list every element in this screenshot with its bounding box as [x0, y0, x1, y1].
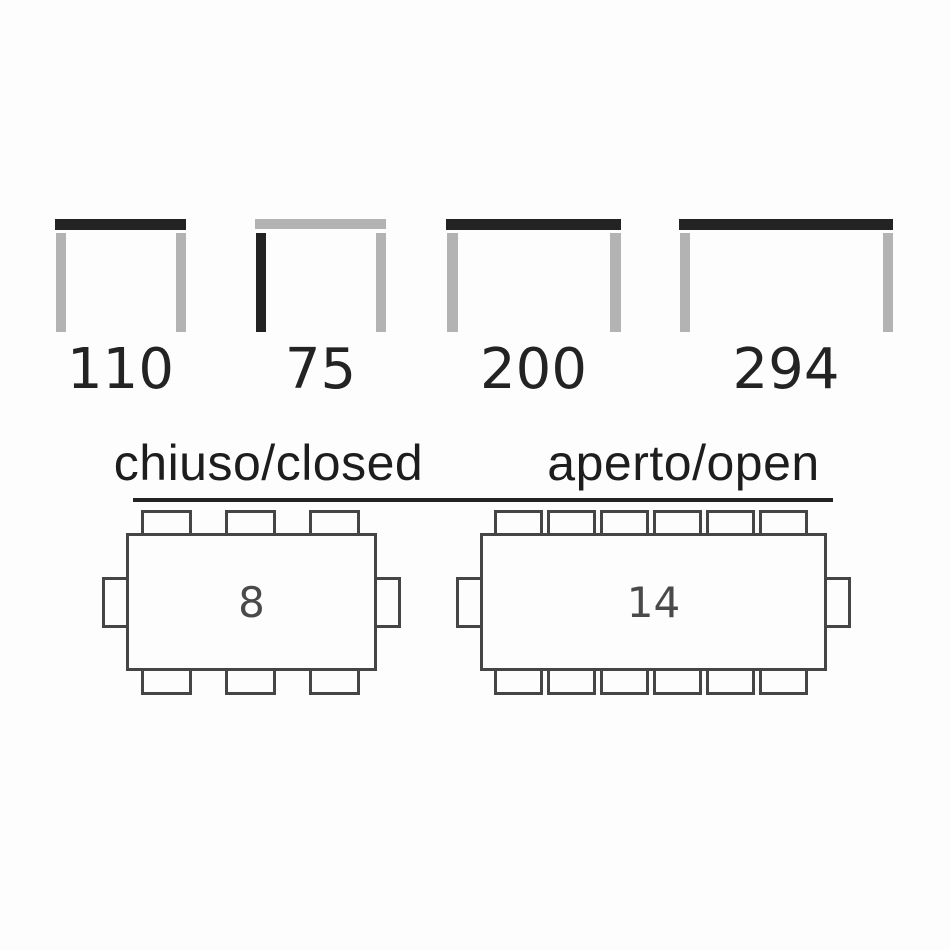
- chair: [759, 510, 808, 540]
- chair: [141, 665, 192, 695]
- divider-line: [133, 498, 833, 502]
- seat-count: 8: [238, 577, 265, 627]
- chair: [600, 665, 649, 695]
- chair: [653, 665, 702, 695]
- chair: [309, 665, 360, 695]
- table-leg: [447, 233, 458, 332]
- chair: [494, 510, 543, 540]
- chair: [706, 510, 755, 540]
- tabletop-bar: [255, 219, 386, 229]
- chair: [494, 665, 543, 695]
- closed-section-label: chiuso/closed: [113, 435, 424, 491]
- table-leg: [376, 233, 386, 332]
- dimension-value: 200: [480, 337, 587, 402]
- tabletop: 8: [126, 533, 377, 671]
- chair: [371, 577, 401, 628]
- chair: [456, 577, 486, 628]
- chair-row-top: [494, 510, 808, 540]
- chair-row-bottom: [494, 665, 808, 695]
- chair: [821, 577, 851, 628]
- table-leg: [610, 233, 621, 332]
- chair-row-bottom: [141, 665, 360, 695]
- tabletop-bar-highlighted: [679, 219, 893, 230]
- table-leg-highlighted: [256, 233, 266, 332]
- tabletop-bar-highlighted: [55, 219, 186, 230]
- dimension-value: 75: [284, 337, 357, 402]
- table-leg: [56, 233, 66, 332]
- table-leg: [883, 233, 893, 332]
- dimension-value: 294: [732, 337, 840, 402]
- chair-row-top: [141, 510, 360, 540]
- chair: [759, 665, 808, 695]
- chair: [141, 510, 192, 540]
- tabletop: 14: [480, 533, 827, 671]
- seat-count: 14: [626, 577, 681, 627]
- open-section-label: aperto/open: [547, 435, 820, 491]
- table-leg: [176, 233, 186, 332]
- chair: [309, 510, 360, 540]
- chair: [225, 665, 276, 695]
- dimension-value: 110: [67, 337, 174, 402]
- table-leg: [680, 233, 690, 332]
- chair: [547, 665, 596, 695]
- chair: [547, 510, 596, 540]
- tabletop-bar-highlighted: [446, 219, 621, 230]
- chair: [102, 577, 132, 628]
- chair: [225, 510, 276, 540]
- chair: [653, 510, 702, 540]
- chair: [600, 510, 649, 540]
- chair: [706, 665, 755, 695]
